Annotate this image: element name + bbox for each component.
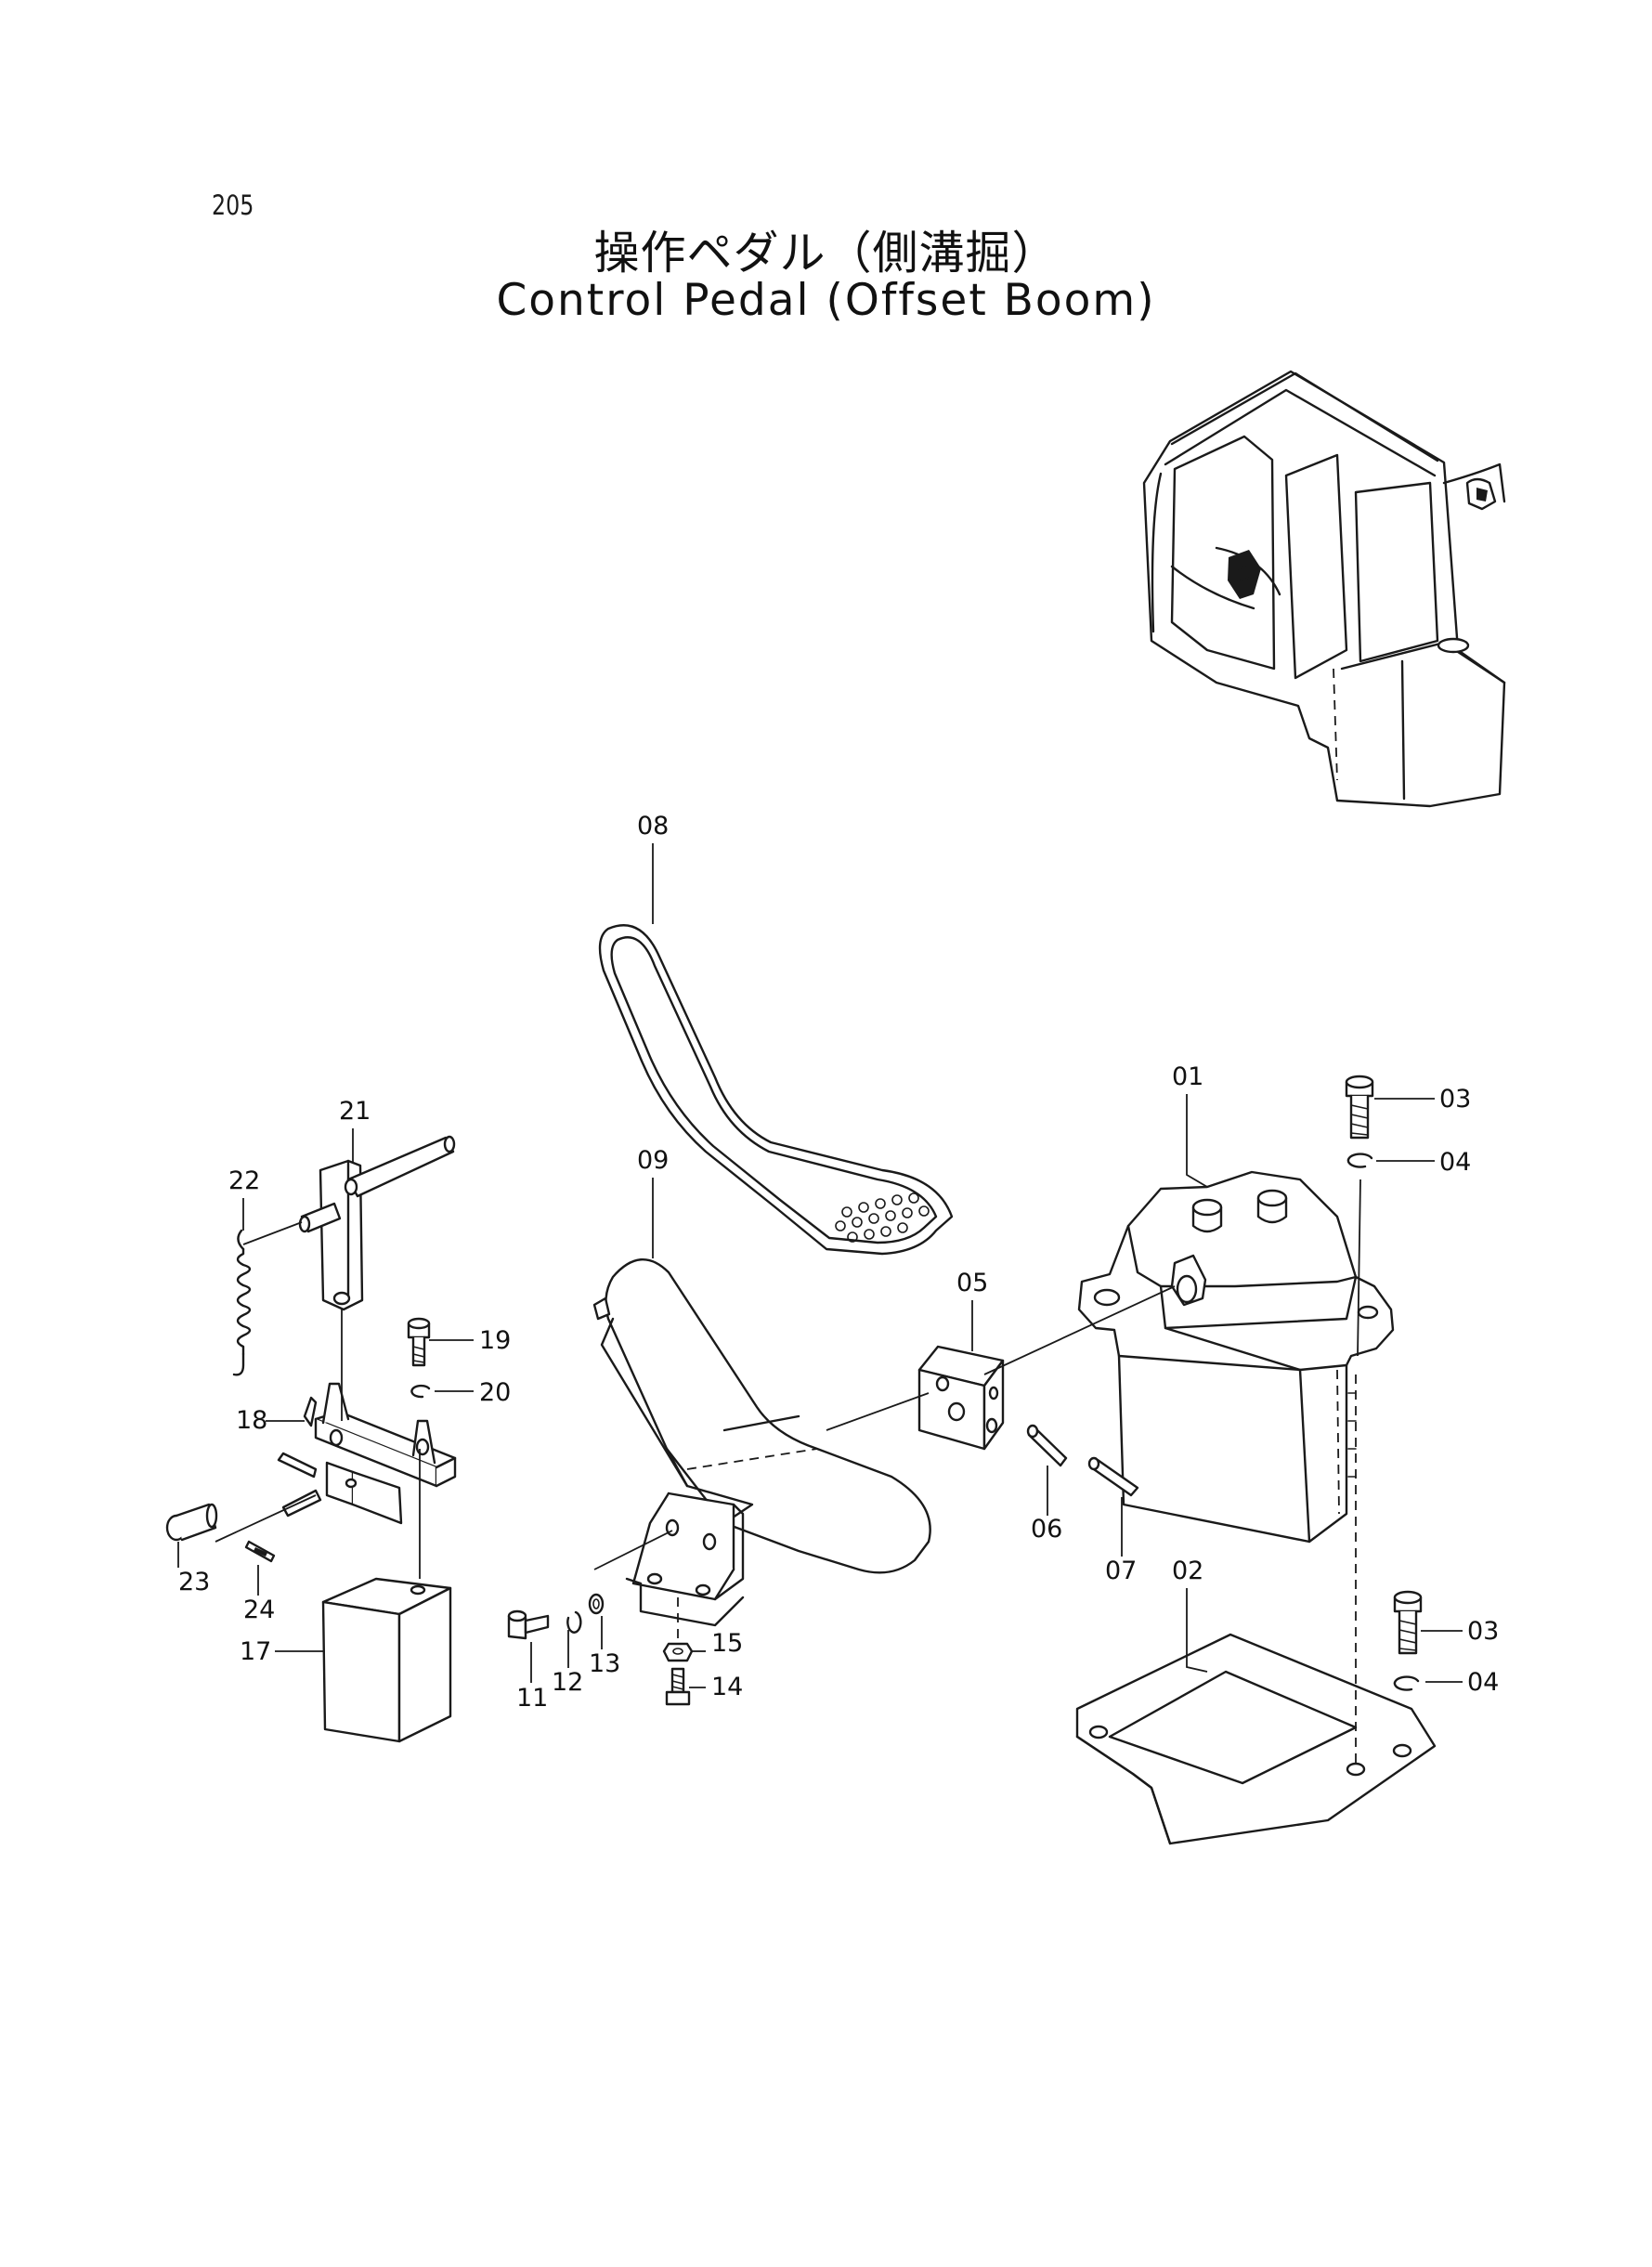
- part-08-pedal-cover: [598, 924, 954, 1256]
- label-22: 22: [228, 1166, 260, 1195]
- label-21: 21: [339, 1097, 371, 1126]
- label-13: 13: [589, 1649, 620, 1678]
- part-04-lower-washer: [1393, 1675, 1420, 1691]
- part-23-pin: [165, 1503, 218, 1542]
- tread-dots: [835, 1192, 930, 1243]
- part-19-bolt: [407, 1317, 431, 1367]
- part-labels: 08 01 03 04 21 22 09 05 19 20 18 06: [177, 812, 1499, 1713]
- page-number: 205: [212, 189, 254, 221]
- part-03-upper-bolt: [1345, 1075, 1374, 1140]
- label-24: 24: [243, 1596, 275, 1624]
- part-05-block: [917, 1345, 1005, 1451]
- part-24-cotter-pin: [244, 1540, 276, 1563]
- label-17: 17: [240, 1637, 271, 1666]
- label-03-upper: 03: [1439, 1085, 1471, 1114]
- label-12: 12: [552, 1668, 583, 1697]
- part-03-lower-bolt: [1393, 1590, 1423, 1655]
- part-09-pedal: [592, 1257, 931, 1627]
- part-12-snap-ring: [566, 1610, 582, 1634]
- part-13-washer: [588, 1593, 605, 1615]
- label-04-lower: 04: [1467, 1668, 1499, 1697]
- part-02-base-plate: [1075, 1633, 1437, 1845]
- title-english: Control Pedal (Offset Boom): [496, 275, 1156, 326]
- part-15-nut: [662, 1642, 694, 1662]
- label-01: 01: [1172, 1062, 1203, 1091]
- label-11: 11: [516, 1684, 548, 1713]
- label-09: 09: [637, 1146, 669, 1175]
- part-22-spring: [232, 1221, 303, 1376]
- label-08: 08: [637, 812, 669, 840]
- part-11-bolt: [507, 1609, 550, 1640]
- label-07: 07: [1105, 1557, 1137, 1585]
- machine-cab-illustration: [1142, 370, 1506, 808]
- label-05: 05: [956, 1269, 988, 1297]
- part-17-stopper-block: [321, 1577, 452, 1743]
- part-01-pilot-valve: [1077, 1170, 1395, 1544]
- title-japanese: 操作ペダル（側溝掘）: [593, 227, 1059, 280]
- label-06: 06: [1031, 1515, 1062, 1544]
- label-03-lower: 03: [1467, 1617, 1499, 1646]
- label-15: 15: [711, 1629, 743, 1658]
- part-20-clip: [410, 1384, 431, 1399]
- part-07-pin: [1087, 1456, 1139, 1497]
- label-02: 02: [1172, 1557, 1203, 1585]
- label-19: 19: [479, 1326, 511, 1355]
- label-23: 23: [178, 1568, 210, 1596]
- part-14-bolt: [665, 1667, 691, 1706]
- label-04-upper: 04: [1439, 1148, 1471, 1177]
- label-20: 20: [479, 1378, 511, 1407]
- label-18: 18: [236, 1406, 267, 1435]
- part-06-pin: [1026, 1424, 1068, 1467]
- part-21-lever: [298, 1135, 456, 1311]
- label-14: 14: [711, 1673, 743, 1701]
- part-04-upper-washer: [1346, 1153, 1373, 1168]
- part-18-bracket: [277, 1382, 457, 1525]
